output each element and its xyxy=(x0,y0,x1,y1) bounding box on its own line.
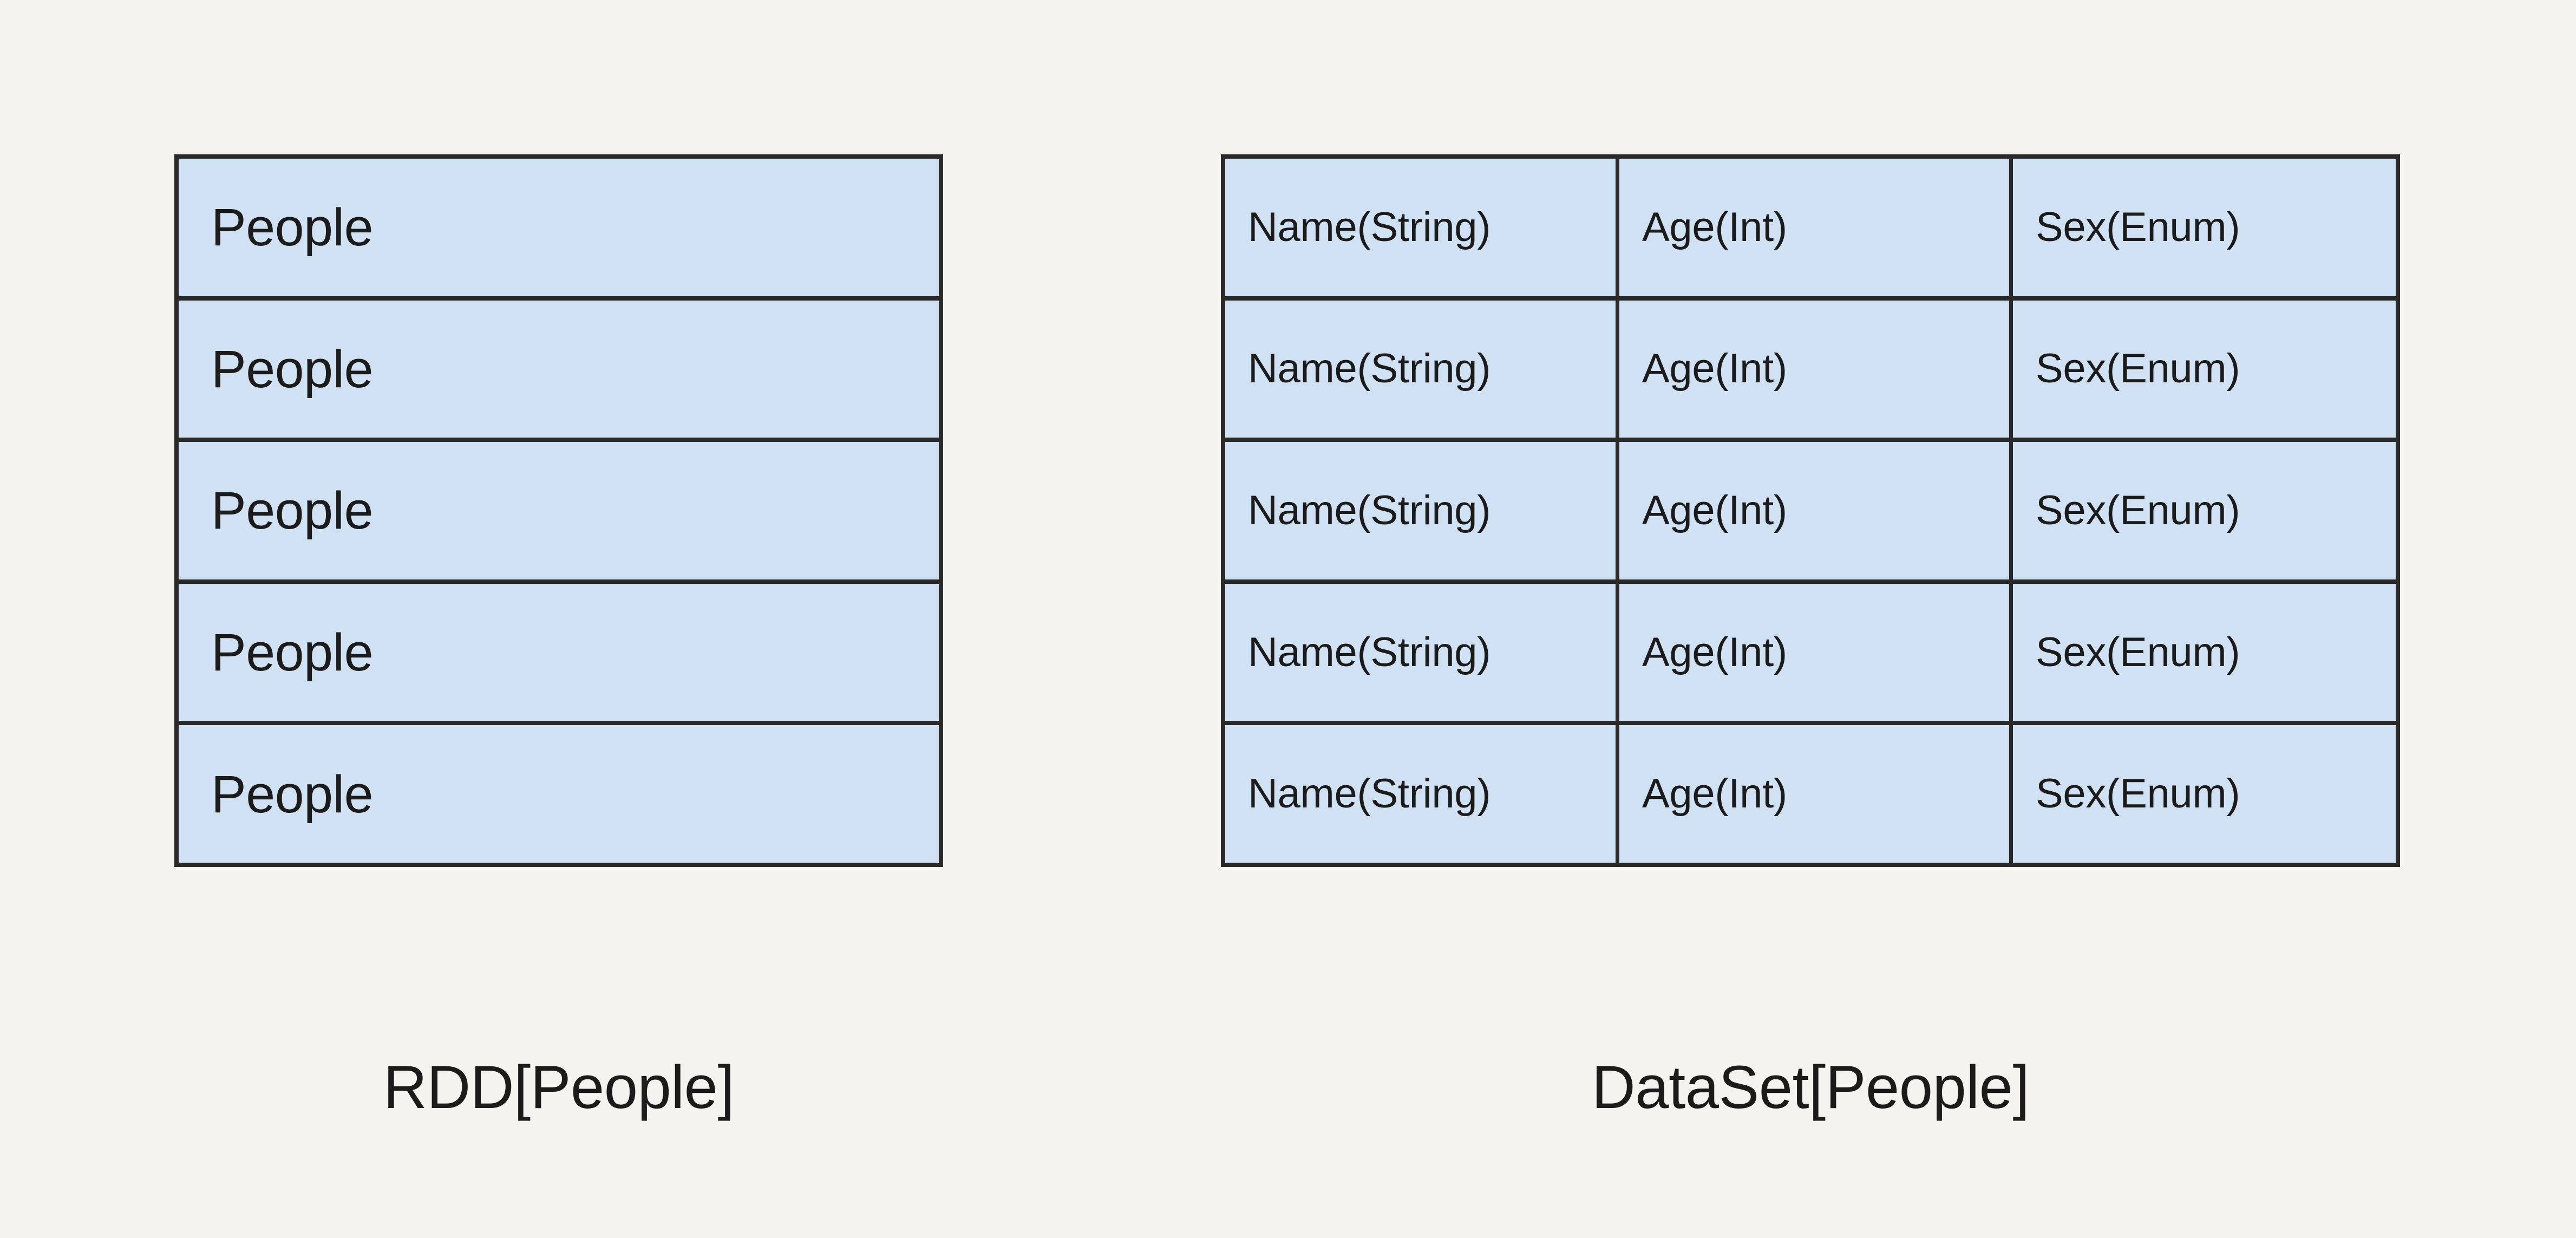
table-row: Name(String) Age(Int) Sex(Enum) xyxy=(1225,159,2396,301)
rdd-cell: People xyxy=(179,300,939,438)
dataset-cell-sex: Sex(Enum) xyxy=(2013,300,2396,438)
dataset-table: Name(String) Age(Int) Sex(Enum) Name(Str… xyxy=(1221,154,2400,867)
dataset-caption-label: DataSet[People] xyxy=(1591,1053,2030,1121)
dataset-cell-name: Name(String) xyxy=(1225,300,1619,438)
table-row: People xyxy=(179,159,939,301)
dataset-cell-name: Name(String) xyxy=(1225,159,1619,296)
table-row: People xyxy=(179,442,939,584)
table-row: People xyxy=(179,583,939,726)
dataset-cell-age: Age(Int) xyxy=(1619,725,2013,863)
rdd-table: People People People People People xyxy=(174,154,943,867)
table-row: People xyxy=(179,725,939,863)
table-row: Name(String) Age(Int) Sex(Enum) xyxy=(1225,300,2396,442)
dataset-cell-sex: Sex(Enum) xyxy=(2013,725,2396,863)
table-row: Name(String) Age(Int) Sex(Enum) xyxy=(1225,583,2396,726)
dataset-cell-name: Name(String) xyxy=(1225,583,1619,721)
table-row: Name(String) Age(Int) Sex(Enum) xyxy=(1225,442,2396,584)
dataset-cell-sex: Sex(Enum) xyxy=(2013,159,2396,296)
rdd-cell: People xyxy=(179,583,939,721)
dataset-cell-name: Name(String) xyxy=(1225,442,1619,579)
dataset-cell-age: Age(Int) xyxy=(1619,583,2013,721)
dataset-cell-age: Age(Int) xyxy=(1619,442,2013,579)
rdd-cell: People xyxy=(179,442,939,579)
rdd-cell: People xyxy=(179,159,939,296)
rdd-caption-label: RDD[People] xyxy=(383,1053,735,1121)
dataset-cell-age: Age(Int) xyxy=(1619,159,2013,296)
dataset-cell-sex: Sex(Enum) xyxy=(2013,583,2396,721)
dataset-cell-age: Age(Int) xyxy=(1619,300,2013,438)
table-row: People xyxy=(179,300,939,442)
dataset-cell-sex: Sex(Enum) xyxy=(2013,442,2396,579)
dataset-cell-name: Name(String) xyxy=(1225,725,1619,863)
table-row: Name(String) Age(Int) Sex(Enum) xyxy=(1225,725,2396,863)
rdd-cell: People xyxy=(179,725,939,863)
